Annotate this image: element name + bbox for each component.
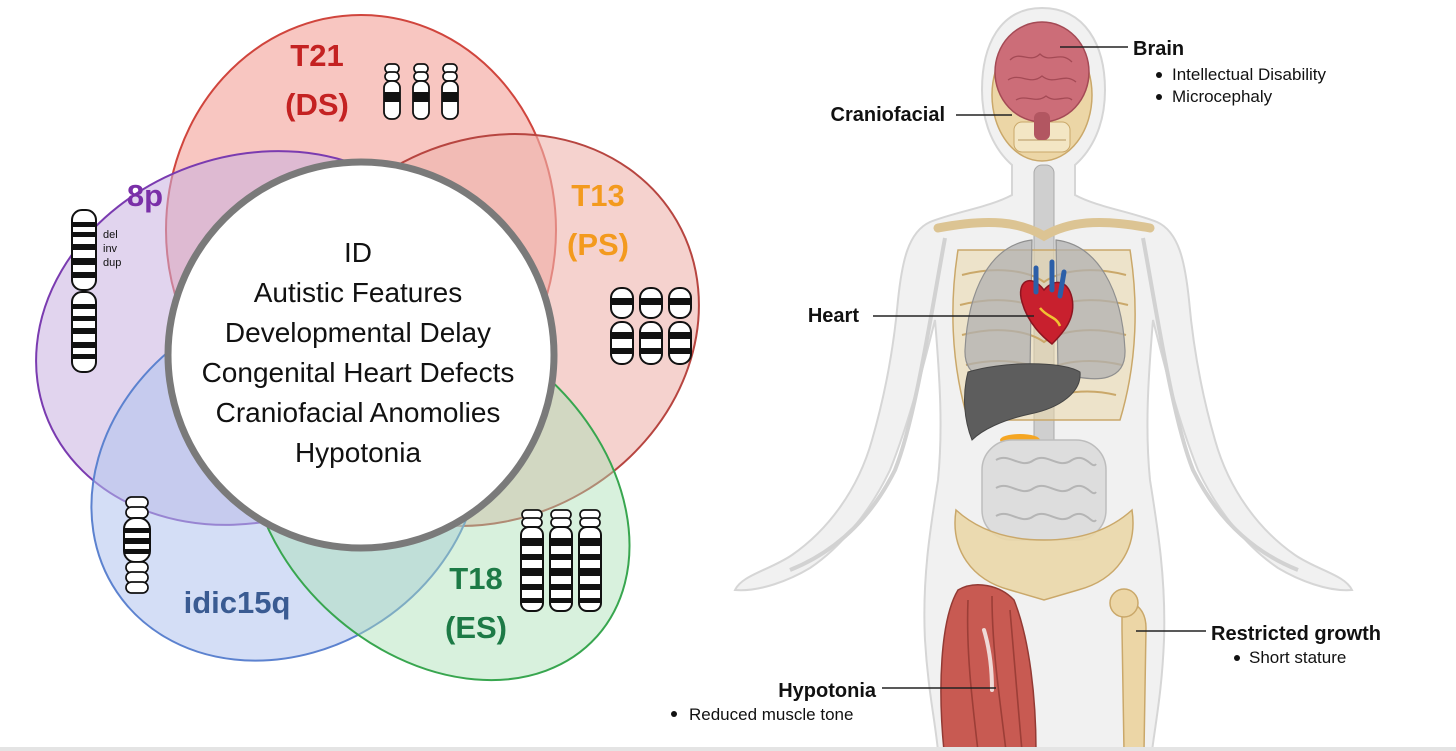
karyotype-8p: del inv dup: [71, 209, 121, 373]
venn-label-t13: T13: [571, 178, 624, 213]
brain-organ: [994, 21, 1090, 123]
annotation-brain-item-2: Microcephaly: [1172, 87, 1273, 106]
venn-label-t21: T21: [290, 38, 343, 73]
annotation-craniofacial-title: Craniofacial: [831, 104, 945, 126]
karyotype-t13: [610, 287, 692, 365]
annotation-brain-item-1: Intellectual Disability: [1172, 65, 1327, 84]
core-feature-1: ID: [344, 237, 372, 268]
venn-core-circle: [164, 158, 558, 552]
annotation-hypotonia-item-1: Reduced muscle tone: [689, 705, 853, 724]
pelvis: [954, 508, 1134, 601]
liver: [964, 363, 1081, 441]
annotation-brain-title: Brain: [1133, 38, 1184, 60]
annotation-brain: Brain Intellectual Disability Microcepha…: [1060, 38, 1327, 106]
venn-label-8p: 8p: [127, 178, 163, 213]
venn-label-t18-sub: (ES): [445, 610, 507, 645]
venn-label-idic15q: idic15q: [184, 585, 291, 620]
core-feature-2: Autistic Features: [254, 277, 463, 308]
karyotype-idic15q: [123, 496, 151, 594]
bottom-border: [0, 747, 1456, 751]
annotation-craniofacial: Craniofacial: [831, 104, 1012, 126]
annotation-heart: Heart: [808, 305, 1034, 327]
karyotype-8p-label-inv: inv: [103, 243, 118, 255]
femur: [1121, 599, 1147, 751]
karyotype-8p-label-dup: dup: [103, 257, 121, 269]
core-feature-5: Craniofacial Anomolies: [216, 397, 501, 428]
venn-label-t18: T18: [449, 561, 502, 596]
annotation-growth: Restricted growth Short stature: [1136, 623, 1381, 667]
body-illustration: [733, 6, 1354, 751]
venn-label-t21-sub: (DS): [285, 87, 349, 122]
karyotype-t21: [383, 63, 459, 120]
karyotype-t18: [520, 509, 602, 612]
lungs: [964, 239, 1126, 380]
core-feature-3: Developmental Delay: [225, 317, 491, 348]
annotation-hypotonia: Hypotonia Reduced muscle tone: [671, 680, 996, 724]
core-feature-4: Congenital Heart Defects: [202, 357, 515, 388]
venn-diagram: T21 (DS) T13 (PS) 8p idic15q T18 (ES): [35, 14, 700, 682]
thigh-muscle: [940, 584, 1037, 751]
annotation-growth-title: Restricted growth: [1211, 623, 1381, 645]
annotation-hypotonia-title: Hypotonia: [778, 680, 877, 702]
venn-label-t13-sub: (PS): [567, 227, 629, 262]
core-feature-6: Hypotonia: [295, 437, 422, 468]
annotation-heart-title: Heart: [808, 305, 859, 327]
annotation-growth-item-1: Short stature: [1249, 648, 1346, 667]
karyotype-8p-label-del: del: [103, 229, 118, 241]
